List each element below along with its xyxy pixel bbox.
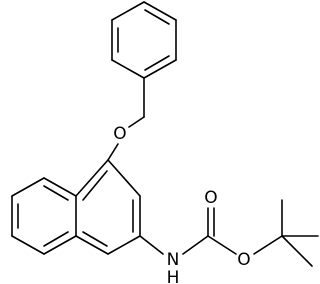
- amide-hydrogen-label: H: [167, 268, 180, 284]
- naphthalene-left-ring: [11, 177, 77, 255]
- tert-butyl-group: [253, 199, 319, 267]
- naphthalene-to-nitrogen-bond: [139, 235, 164, 255]
- ether-to-naphthalene-bond: [107, 143, 119, 161]
- benzyl-phenyl-ring: [111, 1, 177, 79]
- amide-nitrogen-label: N: [167, 250, 180, 270]
- carbonyl-oxygen-label: O: [204, 188, 217, 208]
- naphthalene-right-ring: [75, 159, 141, 255]
- benzyl-ch2-linker: [128, 77, 145, 128]
- ester-oxygen-label: O: [237, 250, 250, 270]
- carbamate-group: [182, 207, 237, 255]
- ether-oxygen-label: O: [113, 124, 126, 144]
